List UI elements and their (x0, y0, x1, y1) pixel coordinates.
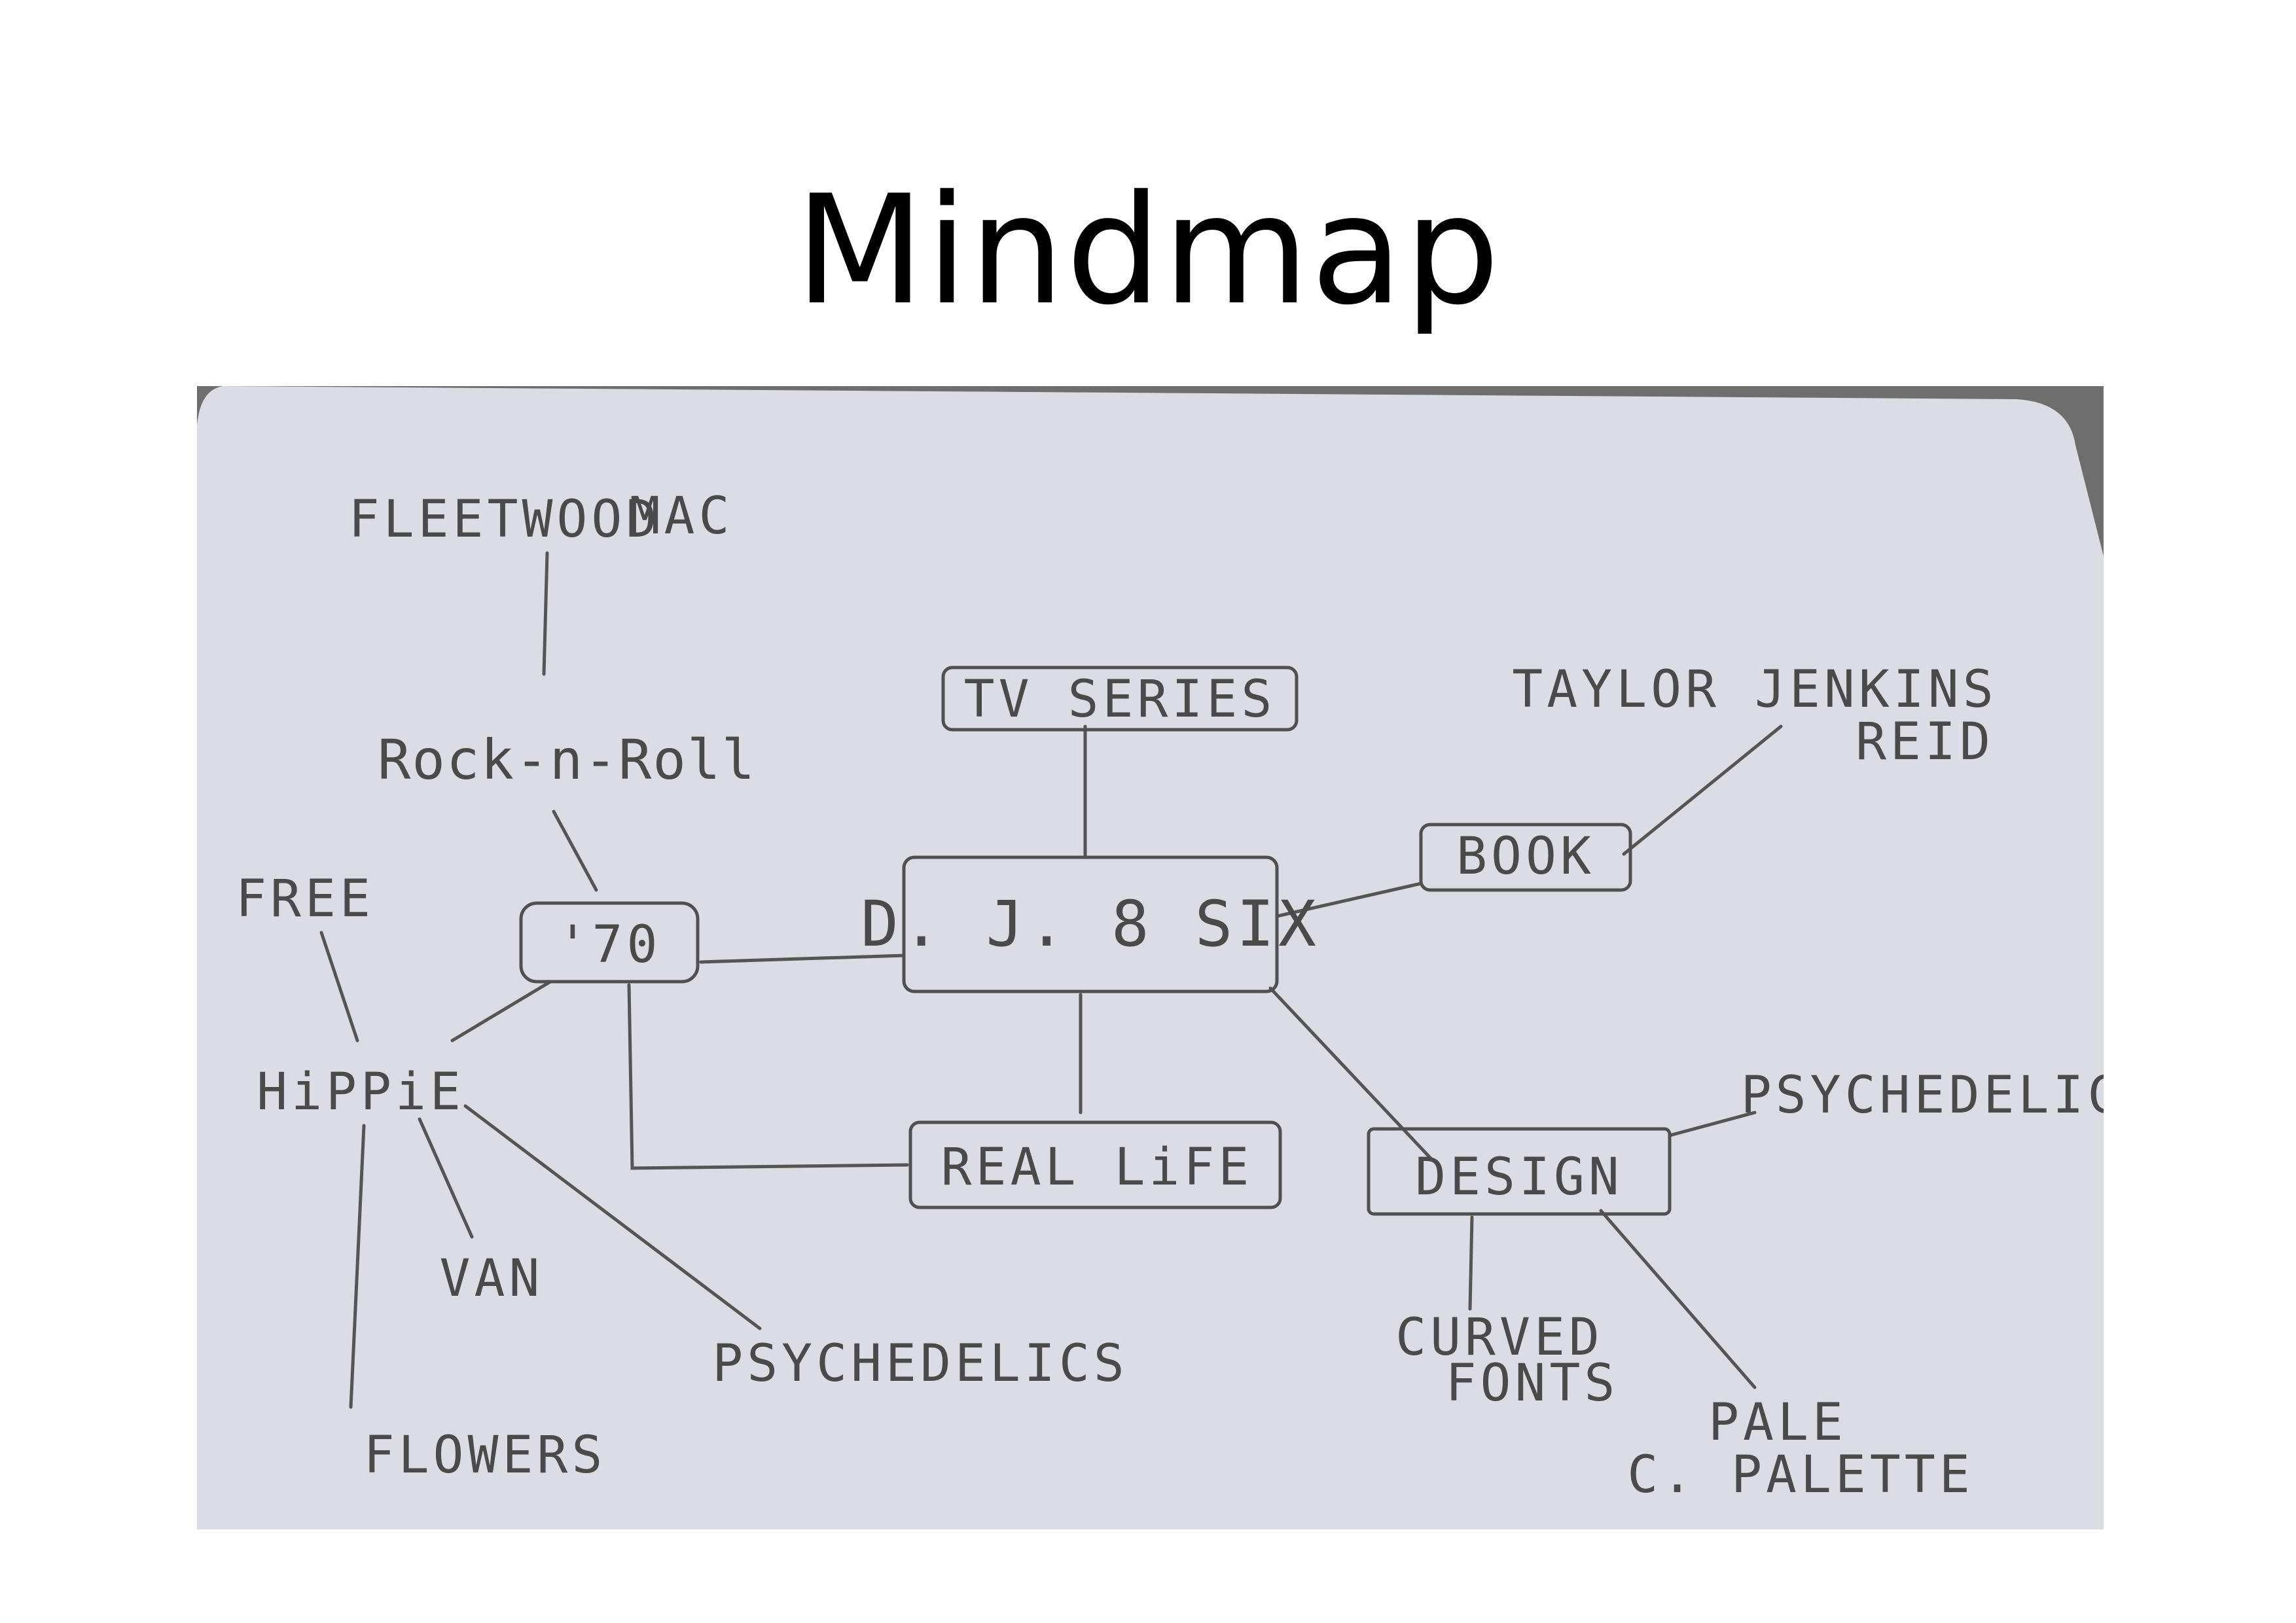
node-palette: C. PALETTE (1627, 1446, 1974, 1505)
edge-70-reallife (627, 983, 909, 1170)
edges (319, 551, 1783, 1409)
node-free: FREE (236, 870, 374, 929)
edge-center-book (1275, 882, 1423, 918)
edge-hippie-van (418, 1117, 474, 1239)
mindmap-diagram: TV SERIES D. J. 8 SIX BOOK TAYLOR JENKIN… (197, 386, 2104, 1529)
reallife-box (908, 1120, 1282, 1209)
edge-free-hippie (319, 931, 359, 1043)
node-seventy: '70 (558, 916, 662, 974)
node-tv-series: TV SERIES (964, 670, 1276, 729)
node-psychedelic: PSYCHEDELIC (1741, 1066, 2104, 1125)
node-psychedelics: PSYCHEDELICS (712, 1334, 1128, 1393)
seventy-box (519, 901, 700, 984)
tv-series-box (941, 666, 1299, 732)
edge-design-curved (1468, 1215, 1474, 1311)
node-flowers: FLOWERS (364, 1426, 607, 1485)
node-fleetwood: FLEETWOOD (349, 490, 661, 549)
node-pale: PALE (1708, 1393, 1847, 1452)
edge-rock-70 (552, 810, 598, 892)
node-hippie: HiPPiE (257, 1063, 465, 1122)
node-design: DESIGN (1415, 1148, 1623, 1207)
edge-book-taylor (1622, 724, 1783, 856)
edge-70-hippie (450, 980, 552, 1043)
edge-hippie-psychedelics (463, 1104, 762, 1330)
book-box (1419, 823, 1632, 892)
node-book: BOOK (1456, 827, 1595, 886)
page-title: Mindmap (795, 164, 1501, 338)
mindmap-photo: TV SERIES D. J. 8 SIX BOOK TAYLOR JENKIN… (197, 386, 2104, 1529)
paper-sheet (197, 386, 2104, 1529)
edge-design-psychedelic (1668, 1111, 1757, 1137)
node-fonts: FONTS (1446, 1354, 1619, 1413)
edge-70-center (699, 954, 906, 964)
node-rock: Rock-n-Roll (378, 728, 756, 792)
center-box (902, 855, 1279, 993)
node-taylor: TAYLOR JENKINS (1512, 660, 1997, 719)
design-box (1367, 1127, 1672, 1216)
node-curved: CURVED (1395, 1308, 1604, 1367)
node-van: VAN (440, 1249, 544, 1308)
edge-fleetwood-rock (542, 551, 549, 676)
edge-hippie-flowers (349, 1124, 366, 1409)
node-real-life: REAL LiFE (941, 1138, 1253, 1197)
node-mac: MAC (630, 487, 734, 546)
node-reid: REID (1856, 713, 1994, 772)
edge-design-pale (1599, 1209, 1757, 1389)
node-center: D. J. 8 SIX (861, 887, 1320, 961)
